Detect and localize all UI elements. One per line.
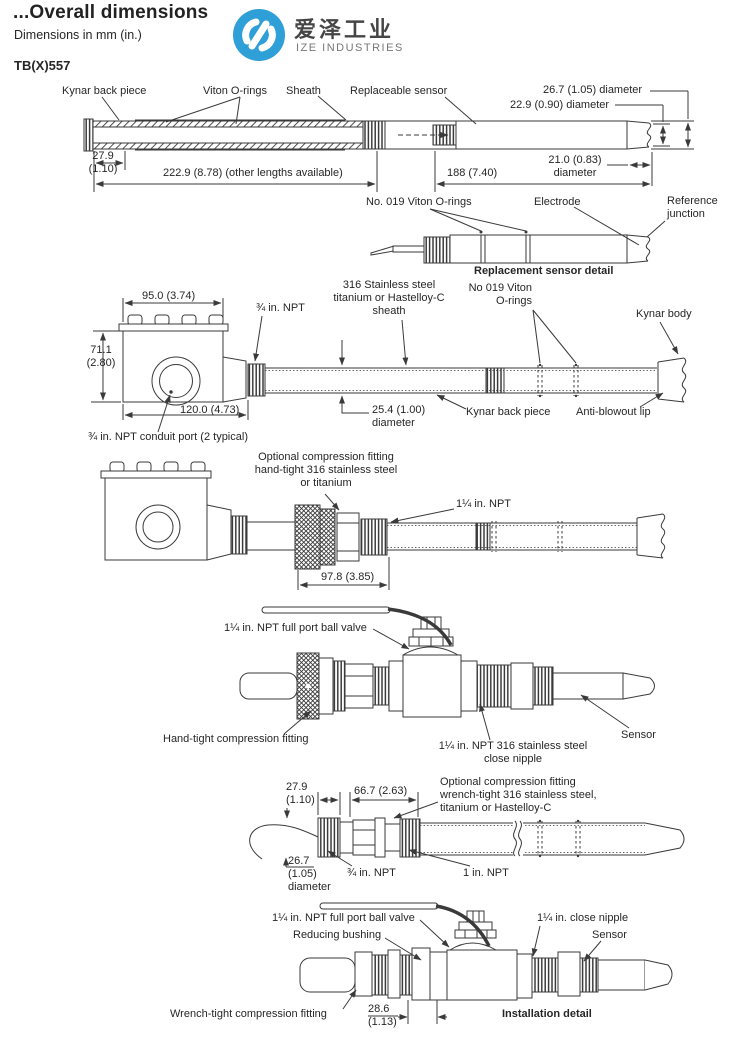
label-sheath: Sheath: [286, 85, 321, 97]
label-viton-orings: Viton O-rings: [203, 85, 267, 97]
logo-company-name-en: IZE INDUSTRIES: [296, 42, 404, 54]
label-reducing-bushing: Reducing bushing: [293, 929, 382, 941]
label-conduit-port: ¾ in. NPT conduit port (2 typical): [88, 431, 248, 443]
dim-120-0: 120.0 (4.73): [180, 404, 240, 416]
label-npt-1-1-4: 1¼ in. NPT: [456, 498, 512, 510]
label-replaceable-sensor: Replaceable sensor: [350, 85, 448, 97]
label-anti-blowout-lip: Anti-blowout lip: [576, 406, 651, 418]
label-electrode: Electrode: [534, 196, 581, 208]
label-full-port-ball-valve: 1¼ in. NPT full port ball valve: [224, 622, 367, 634]
label-hand-tight-compression-fitting: Hand-tight compression fitting: [163, 733, 309, 745]
dim-66-7: 66.7 (2.63): [354, 785, 408, 797]
sensor-assembly-drawing: [83, 90, 694, 192]
page-title: ...Overall dimensions: [13, 2, 209, 23]
label-hand-tight-fitting: Optional compression fitting hand-tight …: [254, 451, 398, 489]
label-sensor: Sensor: [621, 729, 656, 741]
label-wrench-tight-fitting: Optional compression fitting wrench-tigh…: [440, 776, 597, 814]
ball-valve-drawing: [239, 606, 655, 741]
label-316-sheath: 316 Stainless steel titanium or Hastello…: [333, 279, 445, 317]
logo-company-name: 爱泽工业: [294, 17, 395, 42]
label-kynar-body: Kynar body: [636, 308, 692, 320]
dim-dia-21-0: 21.0 (0.83) diameter: [548, 154, 602, 179]
label-kynar-back-piece: Kynar back piece: [62, 85, 147, 97]
dim-95-0: 95.0 (3.74): [142, 290, 196, 302]
dim-71-1: 71.1 (2.80): [86, 344, 116, 369]
label-no019-viton-orings: No. 019 Viton O-rings: [366, 196, 472, 208]
dim-222-9: 222.9 (8.78) (other lengths available): [163, 167, 343, 179]
wrench-tight-fitting-drawing: [249, 792, 685, 868]
junction-box-drawing: [91, 298, 687, 433]
page-subtitle: Dimensions in mm (in.): [14, 28, 142, 42]
label-npt-3-4-wrench: ¾ in. NPT: [347, 867, 396, 879]
label-wrench-tight-compression-fitting: Wrench-tight compression fitting: [170, 1008, 327, 1020]
label-kynar-back-piece-2: Kynar back piece: [466, 406, 551, 418]
label-sensor-2: Sensor: [592, 929, 627, 941]
label-close-nipple-text: 1¼ in. close nipple: [537, 912, 629, 924]
installation-detail-drawing: [299, 902, 673, 1024]
model-number: TB(X)557: [14, 58, 71, 73]
caption-replacement-sensor-detail: Replacement sensor detail: [474, 265, 614, 277]
label-full-port-ball-valve-2: 1¼ in. NPT full port ball valve: [272, 912, 415, 924]
dim-dia-25-4: 25.4 (1.00) diameter: [372, 404, 426, 429]
dim-27-9-wrench: 27.9 (1.10): [286, 781, 315, 806]
label-npt-3-4: ¾ in. NPT: [256, 302, 305, 314]
hand-tight-fitting-drawing: [100, 461, 666, 590]
dim-97-8: 97.8 (3.85): [321, 571, 375, 583]
label-reference-junction: Reference junction: [667, 195, 718, 220]
caption-installation-detail: Installation detail: [502, 1008, 592, 1020]
dim-dia-26-7: 26.7 (1.05) diameter: [543, 84, 643, 96]
ize-logo-icon: [233, 9, 285, 61]
replacement-sensor-drawing: [370, 206, 666, 264]
label-close-nipple: 1¼ in. NPT 316 stainless steel close nip…: [438, 740, 588, 765]
dim-dia-22-9: 22.9 (0.90) diameter: [510, 99, 610, 111]
label-no019-viton-orings: No 019 Viton O-rings: [468, 282, 532, 307]
dim-188: 188 (7.40): [447, 167, 498, 179]
label-npt-1: 1 in. NPT: [463, 867, 509, 879]
dim-28-6: 28.6 (1.13): [368, 1003, 397, 1028]
dim-27-9: 27.9 (1.10): [88, 150, 118, 175]
dim-dia-26-7-wrench: 26.7 (1.05) diameter: [288, 855, 331, 893]
